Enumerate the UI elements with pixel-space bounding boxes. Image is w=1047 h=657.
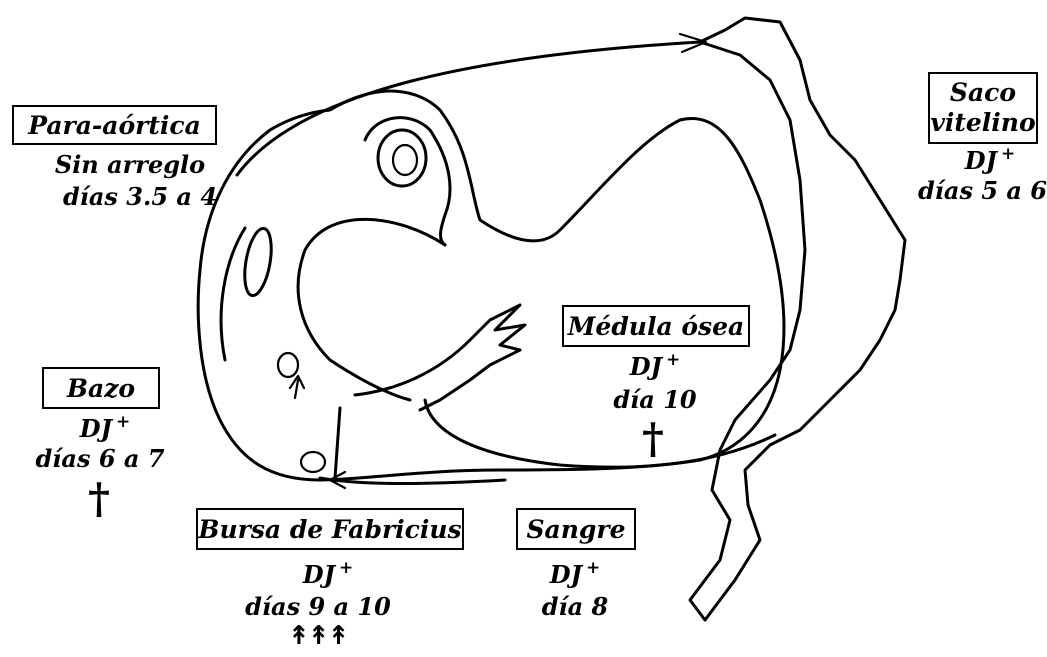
- bursa-days: días 9 a 10: [228, 592, 408, 622]
- para-aortica-box: Para-aórtica: [12, 105, 217, 145]
- para-aortic-curve: [221, 228, 245, 360]
- embryo-body-outline: [198, 91, 784, 480]
- saco-vitelino-days: días 5 a 6: [918, 176, 1046, 206]
- para-aortica-note-2: días 3.5 a 4: [40, 182, 240, 212]
- medula-marker: DJ+: [600, 352, 710, 385]
- saco-vitelino-label-1: Saco: [950, 78, 1016, 108]
- bazo-box: Bazo: [42, 367, 160, 409]
- bursa-line: [335, 408, 340, 478]
- bursa-triple-arrow-icon: ↟↟↟: [288, 623, 347, 649]
- small-oval-lower: [301, 452, 325, 472]
- saco-vitelino-marker: DJ+: [935, 146, 1045, 179]
- para-aortic-region: [240, 226, 275, 297]
- limb-bud: [355, 305, 525, 410]
- sangre-marker: DJ+: [520, 560, 630, 593]
- saco-vitelino-box: Saco vitelino: [928, 72, 1038, 144]
- sangre-box: Sangre: [516, 508, 636, 550]
- bursa-box: Bursa de Fabricius: [196, 508, 464, 550]
- bursa-label: Bursa de Fabricius: [198, 515, 461, 544]
- bazo-days: días 6 a 7: [25, 444, 175, 474]
- bazo-marker: DJ+: [45, 414, 165, 447]
- bazo-label: Bazo: [67, 374, 135, 403]
- para-aortica-note-1: Sin arreglo: [30, 150, 230, 180]
- medula-dagger-icon: †: [642, 418, 664, 460]
- eye-outer: [378, 130, 426, 186]
- medula-osea-label: Médula ósea: [568, 312, 745, 341]
- sangre-label: Sangre: [527, 515, 626, 544]
- para-aortica-label: Para-aórtica: [28, 111, 201, 140]
- medula-days: día 10: [600, 385, 710, 415]
- arrow-to-yolk-sac: [237, 42, 700, 175]
- eye-inner: [393, 145, 417, 175]
- sangre-days: día 8: [520, 592, 630, 622]
- saco-vitelino-label-2: vitelino: [930, 108, 1035, 138]
- medula-osea-box: Médula ósea: [562, 305, 750, 347]
- bazo-dagger-icon: †: [88, 478, 110, 520]
- bursa-arrow-up: [295, 380, 298, 398]
- small-oval-upper: [278, 353, 298, 377]
- bursa-marker: DJ+: [268, 560, 388, 593]
